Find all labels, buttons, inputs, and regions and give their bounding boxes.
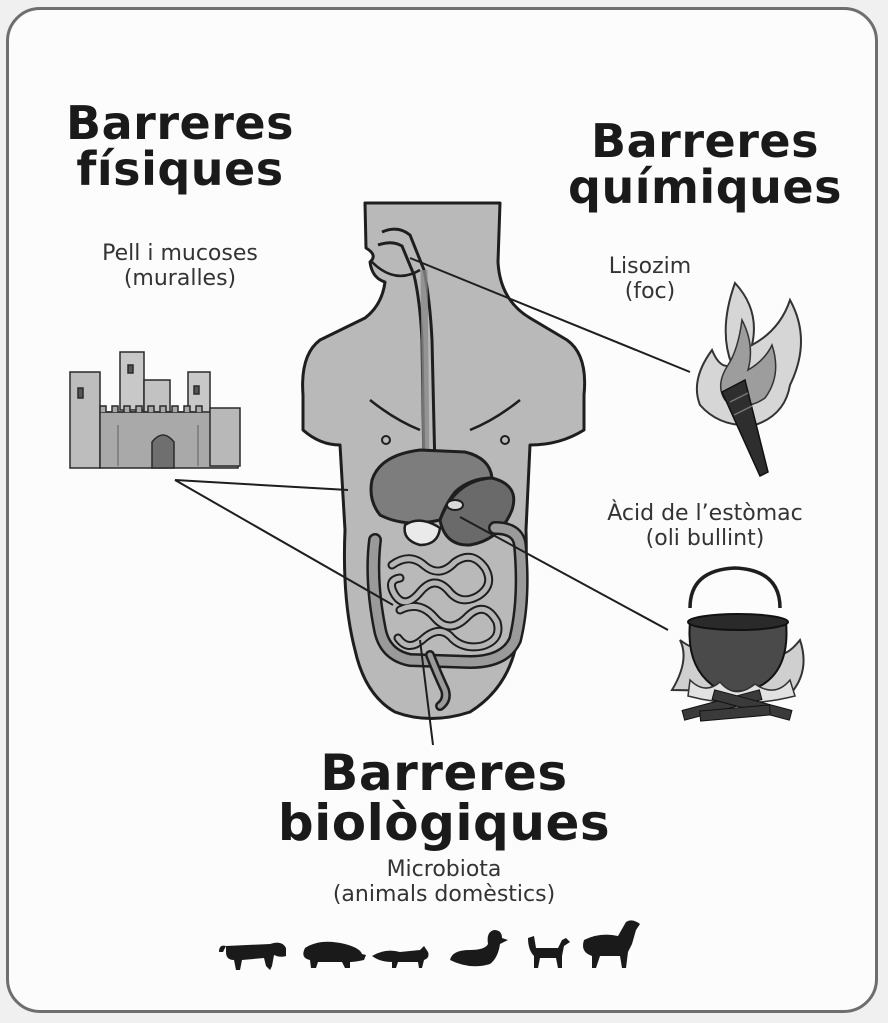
microbiota-line1: Microbiota [244,858,644,883]
physical-label-line2: (muralles) [60,267,300,292]
physical-title-line2: físiques [60,146,300,192]
microbiota-line2: (animals domèstics) [244,883,644,908]
biological-barriers-title: Barreres biològiques [244,748,644,848]
lysozyme-line1: Lisozim [560,255,740,280]
stomach-acid-line1: Àcid de l’estòmac [560,502,850,527]
human-torso-icon [303,203,585,719]
dog-icon [528,936,570,968]
cow-icon [219,943,286,970]
cat-icon [372,946,429,968]
physical-barriers-label: Pell i mucoses (muralles) [60,242,300,291]
pig-icon [303,942,366,968]
lysozyme-line2: (foc) [560,280,740,305]
castle-icon [70,352,240,468]
microbiota-label: Microbiota (animals domèstics) [244,858,644,907]
biological-title-line2: biològiques [244,798,644,848]
chemical-title-line1: Barreres [560,118,850,164]
physical-title-line1: Barreres [60,100,300,146]
horse-icon [583,920,640,968]
stomach-acid-label: Àcid de l’estòmac (oli bullint) [560,502,850,551]
lysozyme-label: Lisozim (foc) [560,255,740,304]
torch-fire-icon [697,283,801,476]
biological-title-line1: Barreres [244,748,644,798]
duck-icon [450,930,508,966]
physical-label-line1: Pell i mucoses [60,242,300,267]
stomach-acid-line2: (oli bullint) [560,527,850,552]
cauldron-fire-icon [672,568,804,721]
physical-barriers-title: Barreres físiques [60,100,300,192]
chemical-title-line2: químiques [560,164,850,210]
chemical-barriers-title: Barreres químiques [560,118,850,210]
